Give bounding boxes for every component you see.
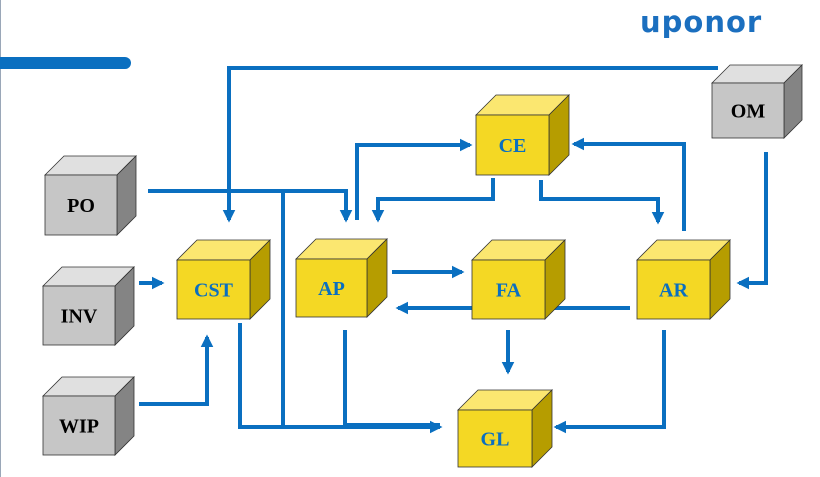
cst-box-front — [176, 259, 251, 320]
ce-to-ap-arrow — [371, 178, 495, 223]
ar-label: AR — [659, 280, 688, 302]
ce-box-front — [475, 114, 550, 176]
gl-box: GL — [457, 389, 553, 468]
po-label: PO — [67, 195, 95, 217]
wip-label: WIP — [59, 416, 99, 438]
uponor-logo: uponor — [640, 5, 763, 39]
ar-box: AR — [636, 239, 731, 320]
ap-label: AP — [318, 278, 345, 300]
om-to-ar-arrow — [736, 152, 768, 290]
gl-box-front — [457, 409, 533, 468]
om-box-front — [711, 82, 785, 139]
cst-to-gl-arrow — [238, 323, 443, 434]
wip-box-front — [42, 395, 116, 456]
fa-label: FA — [496, 280, 522, 302]
left-border — [0, 0, 1, 477]
po-to-ap-arrow — [148, 189, 353, 223]
om-label: OM — [731, 101, 766, 123]
inv-box-front — [42, 285, 116, 346]
ar-to-ce-arrow — [571, 137, 686, 231]
inv-box: INV — [42, 266, 135, 346]
ap-to-gl-line — [343, 330, 440, 427]
ce-to-ar-arrow — [539, 180, 665, 225]
gl-label: GL — [481, 429, 510, 451]
header-bar — [0, 57, 131, 69]
cst-label: CST — [194, 280, 234, 302]
inv-label: INV — [61, 306, 98, 328]
om-to-cst-arrow — [222, 66, 718, 223]
wip-box: WIP — [42, 376, 135, 456]
fa-box: FA — [471, 239, 566, 320]
wip-to-cst-arrow — [139, 334, 214, 406]
ar-box-front — [636, 259, 711, 320]
ap-box: AP — [295, 238, 388, 318]
po-box: PO — [44, 155, 137, 236]
ar-to-gl-arrow — [553, 330, 666, 434]
om-box: OM — [711, 64, 803, 139]
ce-label: CE — [499, 135, 527, 157]
cst-box: CST — [176, 239, 271, 320]
ap-to-ce-arrow — [355, 138, 473, 220]
ap-box-front — [295, 258, 368, 318]
po-box-front — [44, 174, 118, 236]
fa-box-front — [471, 259, 546, 320]
ce-box: CE — [475, 94, 570, 176]
